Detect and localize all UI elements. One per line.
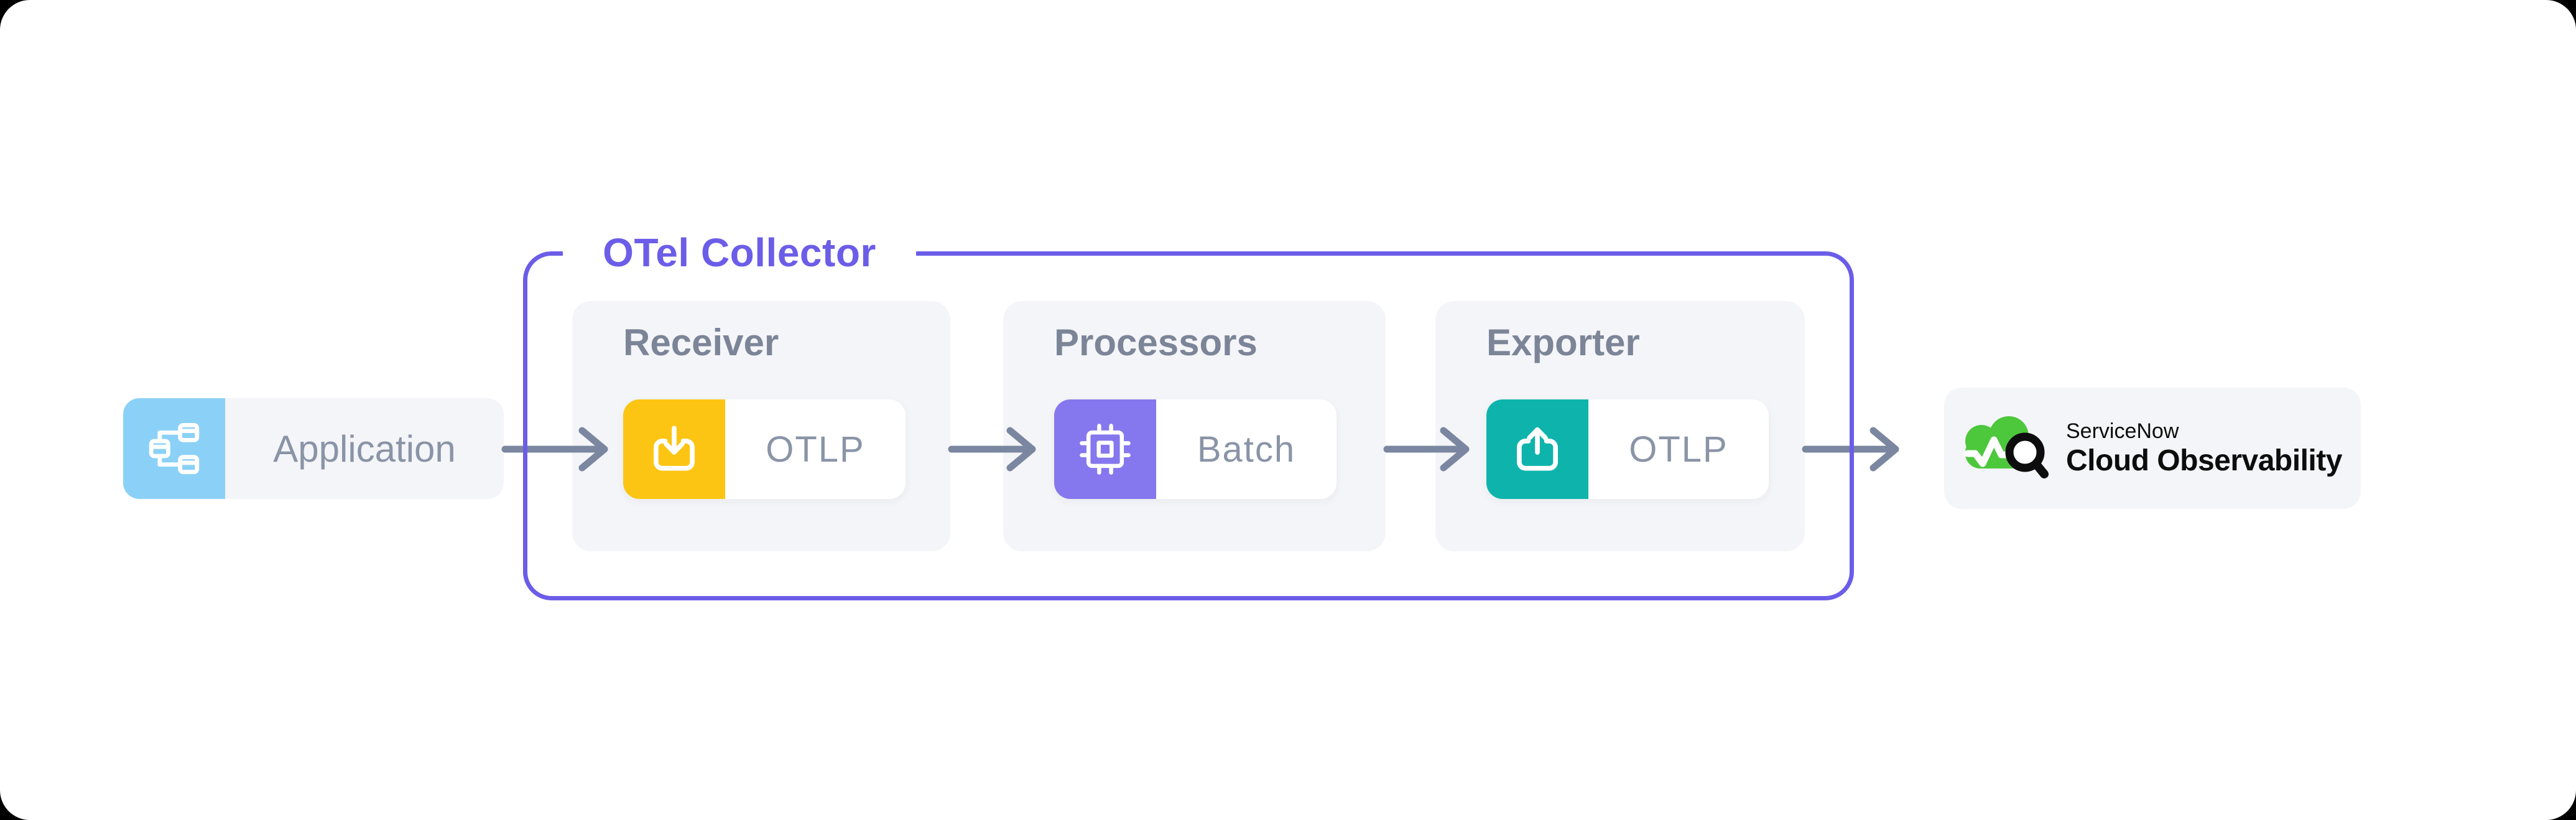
cloud-observability-logo-icon: [1964, 416, 2049, 478]
observability-label-group: ServiceNow Cloud Observability: [2066, 419, 2342, 477]
exporter-title: Exporter: [1486, 322, 1640, 363]
exporter-chip-label: OTLP: [1588, 399, 1769, 499]
processors-title: Processors: [1054, 322, 1258, 363]
sitemap-icon: [149, 422, 200, 474]
exporter-icon-tile: [1486, 399, 1588, 499]
exporter-chip: OTLP: [1486, 399, 1769, 499]
observability-node: ServiceNow Cloud Observability: [1944, 388, 2361, 509]
cpu-icon: [1080, 424, 1131, 475]
application-label: Application: [225, 398, 504, 499]
otel-collector-title: OTel Collector: [563, 229, 916, 276]
cloud-observability-label: Cloud Observability: [2066, 444, 2342, 477]
receiver-chip: OTLP: [623, 399, 906, 499]
panel-exporter: Exporter OTLP: [1435, 301, 1805, 551]
otel-collector-box: [523, 251, 1854, 600]
receiver-chip-label: OTLP: [725, 399, 906, 499]
panel-receiver: Receiver OTLP: [572, 301, 950, 551]
application-node: Application: [123, 398, 504, 499]
panel-processors: Processors Batch: [1003, 301, 1386, 551]
processors-chip-label: Batch: [1156, 399, 1337, 499]
arrow-processors-to-exporter: [1383, 427, 1470, 472]
download-icon: [654, 426, 695, 471]
application-icon-tile: [123, 398, 225, 499]
arrow-application-to-receiver: [501, 427, 608, 472]
upload-icon: [1517, 427, 1558, 471]
servicenow-brand-label: ServiceNow: [2066, 419, 2179, 444]
processors-chip: Batch: [1054, 399, 1337, 499]
receiver-title: Receiver: [623, 322, 779, 363]
arrow-receiver-to-processors: [948, 427, 1036, 472]
receiver-icon-tile: [623, 399, 725, 499]
processors-icon-tile: [1054, 399, 1156, 499]
